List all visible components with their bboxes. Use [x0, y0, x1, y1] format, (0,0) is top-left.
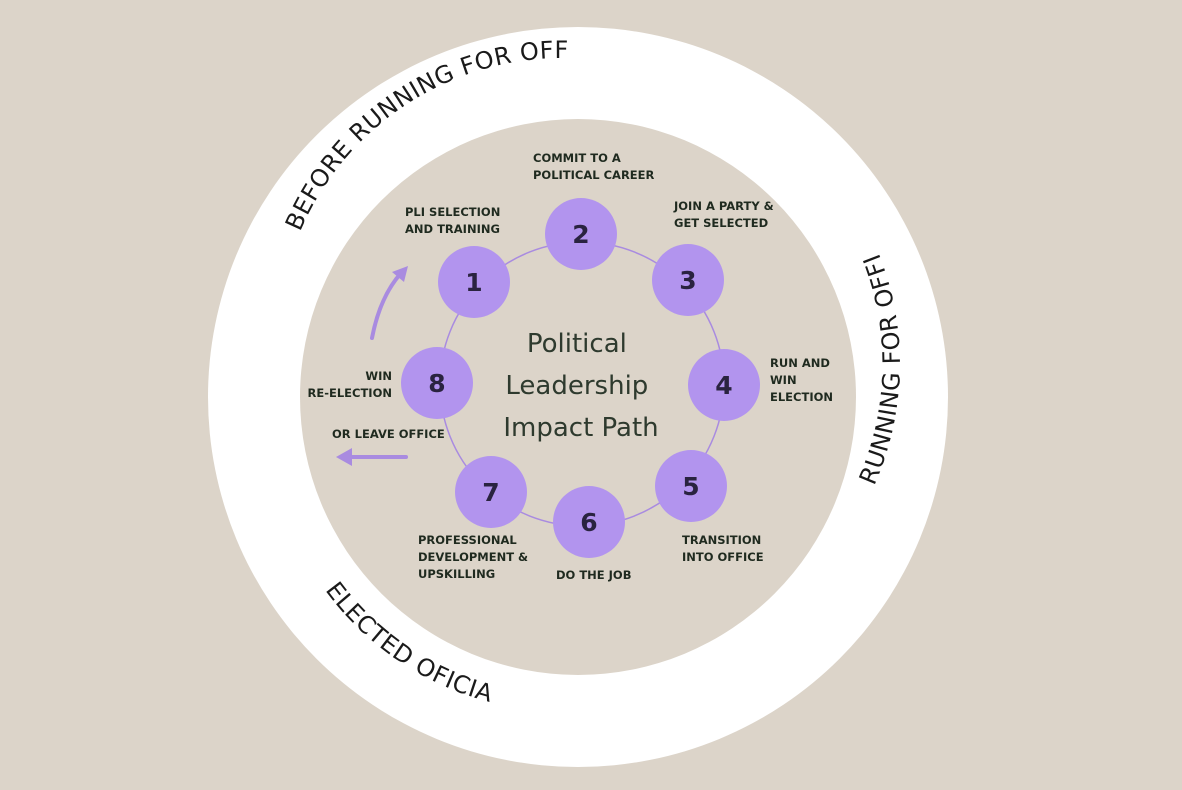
step-2-line-1: COMMIT TO A [533, 151, 621, 165]
step-6-line-1: DO THE JOB [556, 568, 632, 582]
step-3-line-1: JOIN A PARTY & [674, 199, 774, 213]
step-5-node [655, 450, 727, 522]
step-1-node [438, 246, 510, 318]
step-1-line-1: PLI SELECTION [405, 205, 501, 219]
title-line-1: Political [527, 329, 627, 359]
step-7-line-3: UPSKILLING [418, 567, 496, 581]
step-4-node [688, 349, 760, 421]
step-5-label: TRANSITION INTO OFFICE [682, 532, 764, 566]
step-3-label: JOIN A PARTY & GET SELECTED [674, 198, 774, 232]
step-5-number: 5 [682, 472, 699, 501]
step-5-line-2: INTO OFFICE [682, 550, 764, 564]
step-7-node [455, 456, 527, 528]
step-5-line-1: TRANSITION [682, 533, 762, 547]
title-line-3: Impact Path [503, 413, 658, 443]
step-4-label: RUN AND WIN ELECTION [770, 355, 833, 406]
step-3-node [652, 244, 724, 316]
step-1-number: 1 [465, 268, 482, 297]
curved-arrow-head [392, 266, 408, 282]
step-4-line-1: RUN AND [770, 356, 830, 370]
step-8-number: 8 [428, 369, 445, 398]
step-4-number: 4 [715, 371, 732, 400]
step-2-label: COMMIT TO A POLITICAL CAREER [533, 150, 654, 184]
title-line-2: Leadership [505, 371, 648, 401]
step-4-line-3: ELECTION [770, 390, 834, 404]
step-8-line-1: WIN [365, 369, 392, 383]
step-7-line-1: PROFESSIONAL [418, 533, 517, 547]
step-6-node [553, 486, 625, 558]
step-8-label: WIN RE-ELECTION [308, 368, 393, 402]
step-1-label: PLI SELECTION AND TRAINING [405, 204, 500, 238]
leave-arrow-head [336, 448, 352, 466]
step-7-number: 7 [482, 478, 499, 507]
step-3-number: 3 [679, 266, 696, 295]
step-7-line-2: DEVELOPMENT & [418, 550, 529, 564]
step-1-line-2: AND TRAINING [405, 222, 500, 236]
center-title: Political Leadership Impact Path [503, 329, 658, 443]
leave-office-label: OR LEAVE OFFICE [332, 426, 445, 443]
step-6-label: DO THE JOB [556, 567, 631, 584]
inner-disc [300, 119, 856, 675]
step-2-number: 2 [572, 220, 589, 249]
step-8-line-2: RE-ELECTION [307, 386, 393, 400]
step-3-line-2: GET SELECTED [674, 216, 769, 230]
step-6-number: 6 [580, 508, 597, 537]
step-nodes: 1 2 3 4 5 6 7 8 [401, 198, 760, 558]
step-8-node [401, 347, 473, 419]
step-2-line-2: POLITICAL CAREER [533, 168, 655, 182]
leave-office-text: OR LEAVE OFFICE [332, 427, 445, 441]
step-4-line-2: WIN [770, 373, 797, 387]
step-2-node [545, 198, 617, 270]
step-7-label: PROFESSIONAL DEVELOPMENT & UPSKILLING [418, 532, 528, 583]
